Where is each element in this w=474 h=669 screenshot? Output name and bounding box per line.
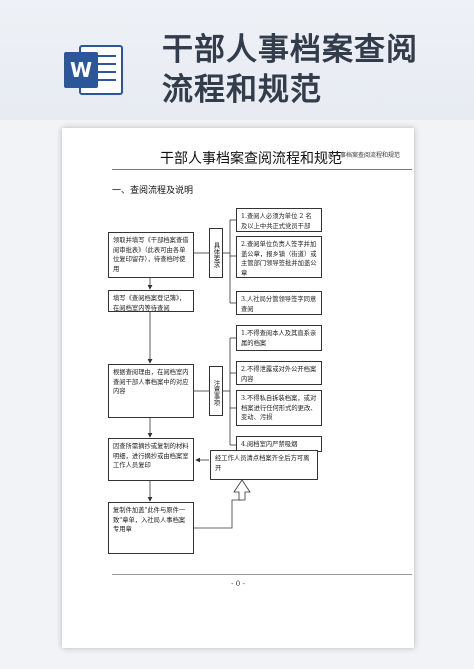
return-step: 经工作人员清点档案齐全后方可离开 [210, 450, 318, 480]
note-1: 1.不得查阅本人及其直系亲属的档案 [236, 325, 322, 351]
flow-step-2: 填写《查阅档案登记簿》，在阅档室内等待查阅 [108, 290, 194, 312]
word-document-icon: W [64, 45, 123, 95]
requirement-3: 3.人社局分管领导签字同意查阅 [236, 291, 322, 315]
svg-text:W: W [70, 58, 92, 82]
link-step5-return [194, 499, 242, 529]
flow-step-5: 复制件加盖"此件与原件一致"章单，入社局人事档案专用章 [108, 502, 194, 554]
note-2: 2.不得泄露或对外公开档案内容 [236, 361, 322, 385]
flow-step-1: 领取并填写《干部档案查借阅审批表》（此表可由各单位复印留存），待查档时使用 [108, 232, 194, 278]
header-rule [112, 169, 412, 170]
requirement-2: 2.查阅单位负责人签字并加盖公章，报乡镇（街道）或主管部门领导签批并加盖公章 [236, 236, 322, 278]
header-note: 部人事档案查阅流程和规范 [328, 152, 401, 159]
flow-step-3: 根据查阅理由，在阅档室内查阅干部人事档案中的对应内容 [108, 364, 194, 418]
requirements-label: 具体要求 [209, 228, 223, 278]
section-heading: 一、查阅流程及说明 [112, 186, 194, 196]
document-page: 干部人事档案查阅流程和规范 部人事档案查阅流程和规范 一、查阅流程及说明 [62, 128, 414, 648]
note-3: 3.不得私自拆装档案，或对档案进行任何形式的更改、变动、污损 [236, 390, 322, 426]
notes-label: 注意事项 [209, 366, 223, 416]
document-title: 干部人事档案查阅流程和规范 [160, 151, 342, 167]
hollow-arrow-up [233, 479, 251, 501]
flow-connectors [147, 219, 251, 529]
footer-rule [112, 574, 412, 575]
banner-title: 干部人事档案查阅 流程和规范 [162, 32, 418, 108]
requirement-1: 1.查阅人必须为单位 2 名及以上中共正式党员干部 [236, 208, 322, 232]
page-number: - 0 - [231, 580, 245, 588]
flow-step-4: 因查所需摘抄或复制的材料明细，进行摘抄或由档案室工作人员复印 [108, 438, 194, 481]
banner: W 干部人事档案查阅 流程和规范 [0, 0, 474, 120]
